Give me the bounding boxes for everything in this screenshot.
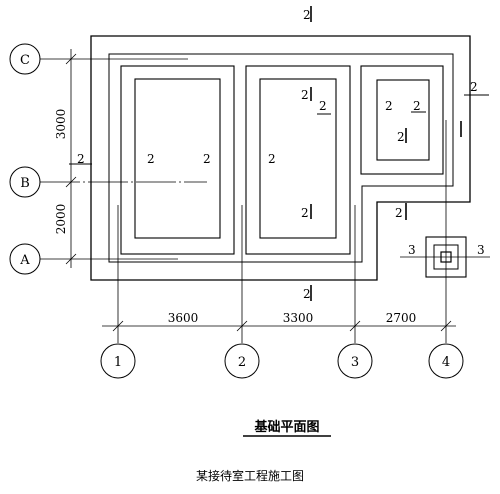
- axis-label-b: B: [20, 176, 30, 191]
- axis-bubble-1: 1: [100, 343, 136, 379]
- column-footing: [400, 236, 490, 278]
- foundation-inner-outline: [108, 53, 454, 263]
- bay-3-wall-strip: [360, 65, 444, 175]
- axis-bubble-2: 2: [224, 343, 260, 379]
- axis-bubble-a: A: [9, 243, 41, 275]
- section-mark-lower-right: 2: [395, 206, 403, 220]
- dim-horizontal-3300: 3300: [283, 311, 314, 325]
- section-mark-room2-bottom: 2: [301, 206, 309, 220]
- axis-bubble-3: 3: [337, 343, 373, 379]
- drawing-title: 基础平面图: [253, 419, 319, 435]
- dim-horizontal-3600: 3600: [168, 311, 199, 325]
- section-mark-underlines: [69, 94, 489, 165]
- dim-vertical-2000: 2000: [54, 204, 68, 235]
- bay-2-wall-strip: [245, 65, 351, 255]
- section-mark-footing-right: 3: [477, 243, 485, 257]
- bay-1-wall-strip: [120, 65, 235, 255]
- section-mark-left: 2: [77, 152, 85, 166]
- axis-label-a: A: [19, 253, 30, 268]
- section-mark-room3-a: 2: [385, 99, 393, 113]
- axis-bubble-b: B: [9, 166, 41, 198]
- room-2: [259, 78, 337, 239]
- foundation-outer-outline: [90, 35, 471, 281]
- axis-bubble-4: 4: [428, 343, 464, 379]
- section-mark-room3-b: 2: [413, 99, 421, 113]
- section-mark-room3-c: 2: [397, 130, 405, 144]
- axis-label-1: 1: [114, 355, 122, 370]
- vertical-dimension: [65, 49, 77, 268]
- section-mark-top: 2: [303, 8, 311, 22]
- axis-bubble-c: C: [9, 43, 41, 75]
- axis-label-4: 4: [442, 355, 450, 370]
- section-mark-room2-top: 2: [301, 88, 309, 102]
- horizontal-dimension: [102, 320, 456, 332]
- section-mark-footing-left: 3: [408, 243, 416, 257]
- section-mark-b-mid: 2: [147, 152, 155, 166]
- section-mark-b-right: 2: [203, 152, 211, 166]
- axis-label-2: 2: [238, 355, 246, 370]
- section-mark-bars: [310, 6, 462, 301]
- axis-label-3: 3: [351, 355, 359, 370]
- section-mark-bottom: 2: [303, 287, 311, 301]
- room-3: [376, 79, 430, 161]
- section-mark-room2-top-b: 2: [319, 99, 327, 113]
- section-mark-right: 2: [470, 80, 478, 94]
- figure-caption: 某接待室工程施工图: [196, 468, 304, 483]
- room-1: [134, 78, 221, 239]
- axis-label-c: C: [20, 53, 30, 68]
- dim-vertical-3000: 3000: [54, 109, 68, 140]
- dim-horizontal-2700: 2700: [386, 311, 417, 325]
- section-mark-room2-left: 2: [268, 152, 276, 166]
- axis-lines: [40, 58, 447, 343]
